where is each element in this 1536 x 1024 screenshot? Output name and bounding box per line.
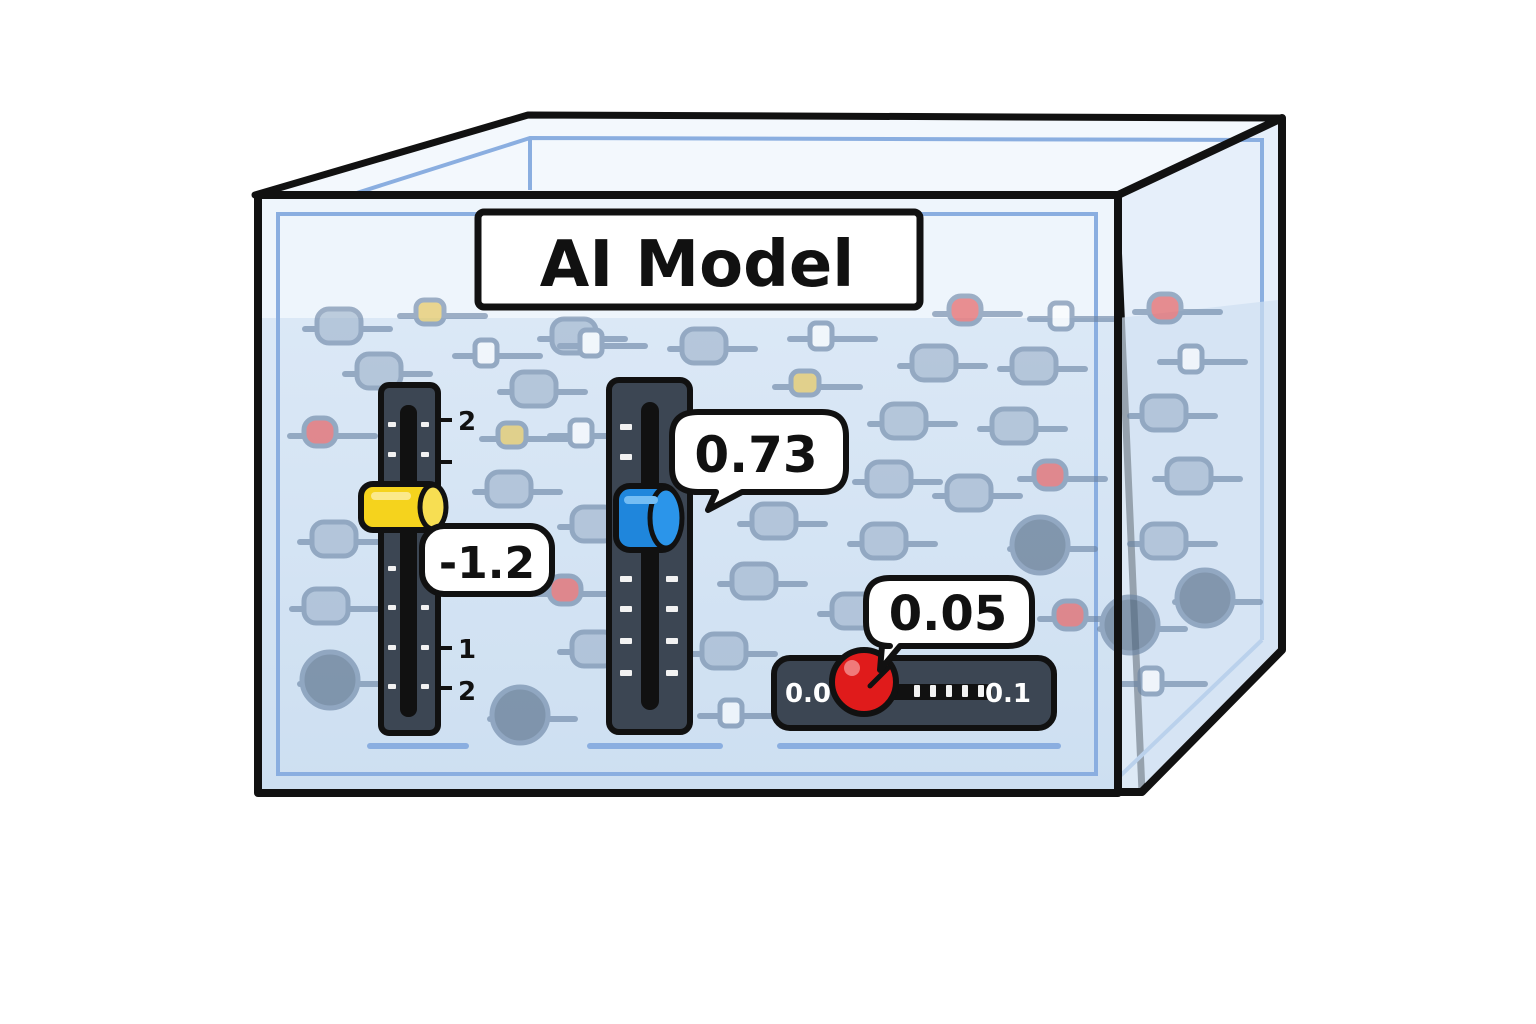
background-knob <box>342 351 433 391</box>
knob-slider-ticks <box>914 685 984 697</box>
background-knob <box>397 297 488 327</box>
background-knob <box>847 521 938 561</box>
background-knob <box>1017 458 1108 492</box>
knob-slider[interactable]: 0.0 0.1 0.05 <box>771 575 1057 731</box>
background-knob <box>667 326 758 366</box>
background-knob <box>487 684 578 746</box>
yellow-slider-tick-top: 2 <box>458 407 476 437</box>
background-knob <box>1172 567 1263 629</box>
background-knob <box>787 320 878 352</box>
background-knob <box>1037 598 1128 632</box>
blue-slider-ticks <box>620 424 678 676</box>
background-knob <box>287 415 378 449</box>
background-knob <box>297 519 388 559</box>
blue-slider[interactable]: 0.73 <box>606 377 849 735</box>
knob-slider-max: 0.1 <box>985 679 1031 709</box>
background-knob <box>737 501 828 541</box>
background-knob <box>497 369 588 409</box>
model-title: AI Model <box>540 228 854 302</box>
background-knob <box>1152 456 1243 496</box>
box-right-outline <box>1114 114 1286 796</box>
background-knob <box>297 649 388 711</box>
background-knob <box>772 368 863 398</box>
background-knob <box>932 473 1023 513</box>
yellow-slider[interactable]: 2 1 2 -1.2 <box>358 382 555 736</box>
background-knob <box>697 697 788 729</box>
box-front-outline <box>254 191 1122 797</box>
blue-slider-value-callout: 0.73 <box>669 409 849 513</box>
yellow-slider-value: -1.2 <box>439 538 535 589</box>
yellow-slider-value-callout: -1.2 <box>419 523 555 597</box>
background-knob <box>1132 291 1223 325</box>
background-knob <box>867 401 958 441</box>
yellow-slider-thumb[interactable] <box>358 481 449 533</box>
background-knob <box>1117 665 1208 697</box>
background-knobs <box>287 291 1263 746</box>
background-knob <box>1027 300 1118 332</box>
yellow-slider-tick-one: 1 <box>458 635 476 665</box>
model-title-plate: AI Model <box>474 208 924 311</box>
background-knob <box>1157 343 1248 375</box>
yellow-slider-tick-bottom: 2 <box>458 677 476 707</box>
background-knob <box>997 346 1088 386</box>
knob-slider-min: 0.0 <box>785 679 831 709</box>
background-knob <box>1007 514 1098 576</box>
background-knob <box>472 469 563 509</box>
knob-slider-value-callout: 0.05 <box>863 575 1035 673</box>
background-knob <box>852 459 943 499</box>
background-knob <box>932 293 1023 327</box>
blue-slider-groove <box>641 402 659 710</box>
background-knob <box>1127 521 1218 561</box>
background-knob <box>302 306 393 346</box>
yellow-slider-ticks <box>388 422 429 689</box>
background-knob <box>897 343 988 383</box>
background-knob <box>532 573 623 607</box>
box-top-face <box>251 111 1286 200</box>
background-knob <box>687 631 778 671</box>
background-knob <box>452 337 543 369</box>
knob-slider-value: 0.05 <box>889 586 1007 642</box>
yellow-slider-scale-marks <box>438 418 452 690</box>
background-knob <box>557 327 648 359</box>
background-knob <box>717 561 808 601</box>
blue-slider-thumb[interactable] <box>613 483 685 553</box>
background-knob <box>1127 393 1218 433</box>
background-knob <box>289 586 380 626</box>
blue-slider-value: 0.73 <box>694 426 817 484</box>
yellow-slider-groove <box>400 405 417 717</box>
background-knob <box>977 406 1068 446</box>
